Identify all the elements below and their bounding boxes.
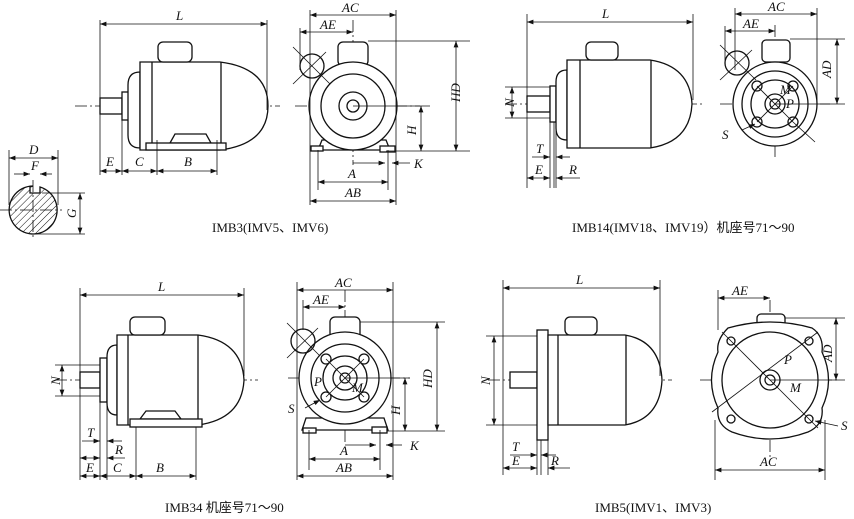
- dim-label-AE: AE: [742, 16, 759, 31]
- dim-label-AE: AE: [312, 292, 329, 307]
- dim-label-L: L: [575, 272, 583, 287]
- panel-imb3: L E C B: [0, 0, 470, 238]
- dim-label-L: L: [175, 8, 183, 23]
- caption-imb14: IMB14(IMV18、IMV19）机座号71～90: [572, 220, 794, 235]
- dim-label-N: N: [48, 375, 63, 386]
- side-view: L N T E R: [478, 272, 672, 475]
- caption-imb34: IMB34 机座号71～90: [165, 500, 284, 515]
- dim-label-N: N: [478, 375, 493, 386]
- dim-label-S: S: [288, 401, 295, 416]
- dim-label-G: G: [64, 208, 79, 218]
- dim-label-T: T: [512, 439, 520, 454]
- dim-label-HD: HD: [448, 83, 463, 103]
- dim-label-HD: HD: [420, 369, 435, 389]
- dim-label-AC: AC: [341, 0, 359, 15]
- dim-label-R: R: [568, 162, 577, 177]
- dim-label-T: T: [536, 141, 544, 156]
- dim-label-A: A: [347, 166, 356, 181]
- dim-label-E: E: [511, 453, 520, 468]
- dim-label-C: C: [135, 154, 144, 169]
- panel-imb34: L N T R E C B: [48, 275, 445, 515]
- caption-imb5: IMB5(IMV1、IMV3): [595, 500, 711, 515]
- front-view: AC AE AD M P S: [719, 0, 845, 160]
- dim-label-P: P: [783, 352, 792, 367]
- dim-label-S: S: [841, 418, 848, 433]
- dim-label-E: E: [534, 162, 543, 177]
- dim-label-H: H: [388, 405, 403, 416]
- dim-label-AE: AE: [319, 17, 336, 32]
- dim-label-F: F: [30, 158, 40, 173]
- dim-label-AD: AD: [819, 60, 834, 79]
- dim-label-M: M: [779, 82, 792, 97]
- dim-label-AB: AB: [344, 185, 361, 200]
- side-view: L N T R E C B: [48, 279, 258, 480]
- side-view: L N T E R: [502, 6, 705, 188]
- dim-label-C: C: [113, 460, 122, 475]
- dim-label-A: A: [339, 443, 348, 458]
- panel-imb5: L N T E R AE A: [478, 272, 848, 515]
- dim-label-E: E: [85, 460, 94, 475]
- panel-imb14: L N T E R: [502, 0, 845, 235]
- dim-label-M: M: [351, 380, 364, 395]
- dim-label-P: P: [313, 374, 322, 389]
- dim-label-S: S: [722, 127, 729, 142]
- dim-label-R: R: [114, 442, 123, 457]
- dim-label-AE: AE: [731, 283, 748, 298]
- dim-label-R: R: [550, 453, 559, 468]
- dim-label-P: P: [785, 96, 794, 111]
- dim-label-D: D: [28, 142, 39, 157]
- front-view: AC AE HD H K A AB P M S: [286, 275, 445, 480]
- dim-label-AC: AC: [767, 0, 785, 14]
- dim-label-K: K: [413, 156, 424, 171]
- dim-label-L: L: [601, 6, 609, 21]
- front-view: AC AE HD H K A AB: [292, 0, 470, 205]
- dim-label-K: K: [409, 438, 420, 453]
- dim-label-T: T: [87, 425, 95, 440]
- dim-label-AB: AB: [335, 460, 352, 475]
- caption-imb3: IMB3(IMV5、IMV6): [212, 220, 328, 235]
- dim-label-N: N: [502, 97, 517, 108]
- dim-label-H: H: [404, 125, 419, 136]
- dim-label-AD: AD: [820, 344, 835, 363]
- dim-label-AC: AC: [334, 275, 352, 290]
- dim-label-AC: AC: [759, 454, 777, 469]
- shaft-section: D F G: [0, 142, 85, 238]
- dim-label-M: M: [789, 380, 802, 395]
- dim-label-B: B: [184, 154, 192, 169]
- side-view: L E C B: [75, 8, 280, 175]
- dim-label-B: B: [156, 460, 164, 475]
- dim-label-L: L: [157, 279, 165, 294]
- front-view: AE AD P M S AC: [700, 283, 848, 480]
- dim-label-E: E: [105, 154, 114, 169]
